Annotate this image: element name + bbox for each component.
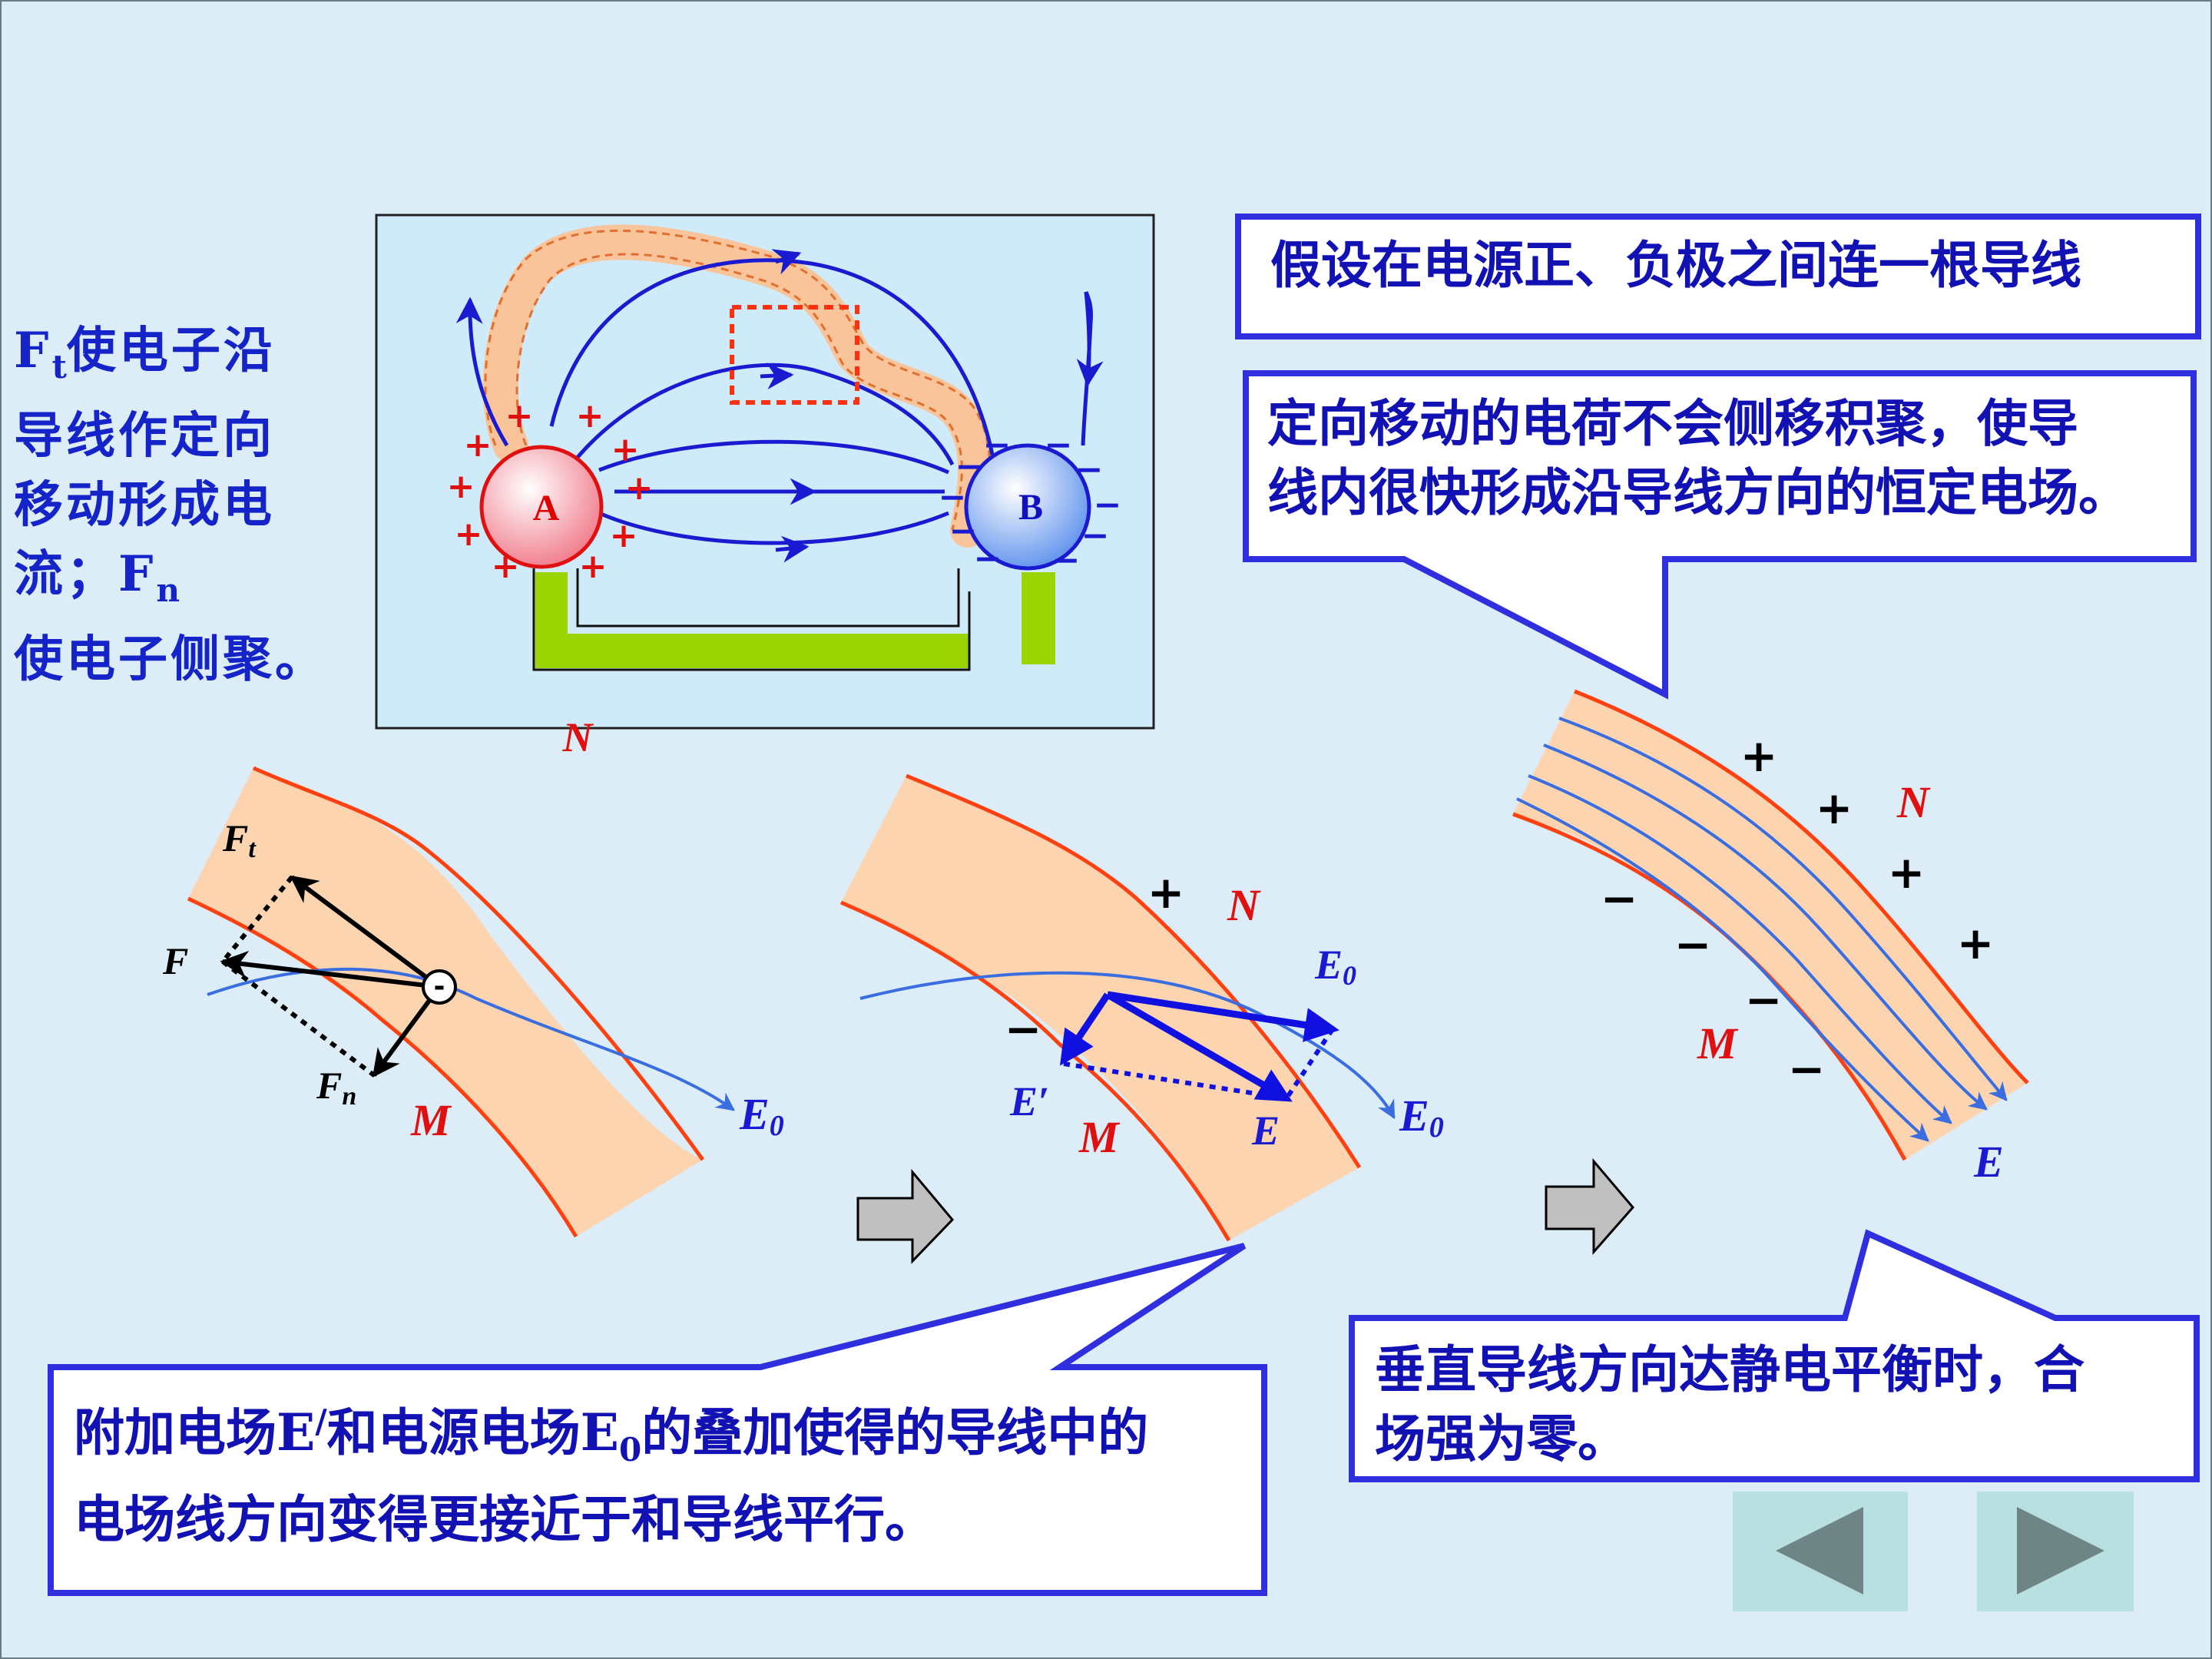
callout-top-text: 假设在电源正、负极之间连一根导线 (1270, 235, 2081, 295)
zoom-box (730, 305, 859, 405)
wire-segment-3 (1513, 691, 2028, 1160)
svg-text:+: + (1957, 917, 1995, 969)
svg-text:E0: E0 (1314, 942, 1356, 991)
svg-text:−: − (1005, 1003, 1042, 1055)
svg-text:−: − (974, 539, 1002, 578)
svg-text:−: − (1052, 541, 1081, 580)
svg-text:−: − (939, 478, 967, 517)
svg-text:−: − (1094, 485, 1122, 525)
svg-text:+: + (610, 516, 638, 555)
a-charges: + + + + + + + + + + (447, 396, 654, 586)
svg-text:−: − (1045, 426, 1073, 465)
callout-mid-box (1243, 370, 2197, 700)
svg-text:E: E (1973, 1137, 2004, 1187)
svg-text:M: M (1697, 1018, 1739, 1068)
svg-text:+: + (1816, 782, 1853, 834)
b-charges: − − − − − − − − − − (939, 426, 1122, 580)
previous-icon (1776, 1507, 1863, 1594)
svg-text:+: + (1147, 866, 1185, 919)
svg-text:-: - (434, 971, 445, 1002)
svg-text:+: + (1888, 846, 1926, 899)
svg-text:+: + (447, 467, 475, 506)
svg-text:+: + (455, 515, 483, 554)
svg-text:N: N (1227, 880, 1261, 930)
prev-slide-button[interactable] (1733, 1492, 1908, 1611)
sphere-a (479, 445, 604, 569)
equilibrium-field-diagram: + + + + − − − − N M E (1512, 689, 2029, 1187)
svg-text:+: + (576, 396, 604, 435)
callout-bottom-left-box (48, 1243, 1267, 1596)
electron-force-diagram: - Ft F Fn M E0 (162, 766, 784, 1238)
label-a: A (533, 488, 560, 528)
svg-text:−: − (1601, 873, 1638, 925)
svg-text:+: + (464, 426, 492, 465)
svg-text:E: E (1251, 1108, 1280, 1154)
next-step-arrow-2 (1545, 1157, 1634, 1255)
svg-text:−: − (949, 512, 978, 551)
svg-text:−: − (1674, 919, 1712, 971)
label-b: B (1018, 487, 1043, 528)
svg-text:Ft: Ft (222, 816, 257, 863)
svg-text:E0: E0 (739, 1089, 784, 1142)
callout-bottom-left-text: 附加电场E/和电源电场E0的叠加使得的导线中的 电场线方向变得更接近于和导线平行… (74, 1402, 1149, 1550)
callout-mid-text: 定向移动的电荷不会侧移积聚，使导 线内很快形成沿导线方向的恒定电场。 (1267, 393, 2129, 522)
svg-text:−: − (1745, 974, 1783, 1026)
callout-bottom-right-text: 垂直导线方向达静电平衡时，合 场强为零。 (1375, 1339, 2085, 1469)
svg-text:+: + (611, 430, 640, 469)
callout-top-box (1235, 214, 2201, 339)
electron (422, 969, 457, 1005)
svg-text:−: − (1075, 450, 1104, 489)
svg-text:+: + (625, 469, 654, 508)
charge-field-diagram: A B + + + + + + + + + + − − − − − − − − … (375, 214, 1155, 760)
next-step-arrow-1 (856, 1168, 955, 1264)
callout-bottom-right-box (1349, 1229, 2200, 1482)
svg-text:Fn: Fn (316, 1064, 356, 1111)
svg-text:−: − (1788, 1043, 1826, 1095)
wire-band (482, 224, 993, 548)
svg-text:−: − (955, 447, 984, 486)
svg-text:+: + (1740, 730, 1778, 782)
svg-text:N: N (1896, 777, 1931, 827)
label-n-top: N (562, 714, 594, 760)
svg-text:F: F (162, 939, 188, 982)
svg-text:E′: E′ (1009, 1078, 1049, 1124)
field-superposition-diagram: + − N M E0 E0 E′ E (840, 773, 1444, 1242)
next-icon (2017, 1507, 2104, 1594)
svg-text:M: M (1078, 1112, 1121, 1162)
svg-text:+: + (579, 547, 608, 586)
svg-text:E0: E0 (1399, 1091, 1444, 1144)
sphere-b (964, 443, 1091, 571)
next-slide-button[interactable] (1977, 1492, 2134, 1611)
svg-text:+: + (505, 396, 534, 435)
svg-text:−: − (1081, 516, 1110, 555)
svg-text:M: M (410, 1095, 452, 1145)
svg-text:−: − (983, 426, 1012, 465)
side-note: Ft使电子沿 导线作定向 移动形成电 流；Fn 使电子侧聚。 (14, 322, 327, 688)
svg-text:+: + (492, 547, 520, 586)
